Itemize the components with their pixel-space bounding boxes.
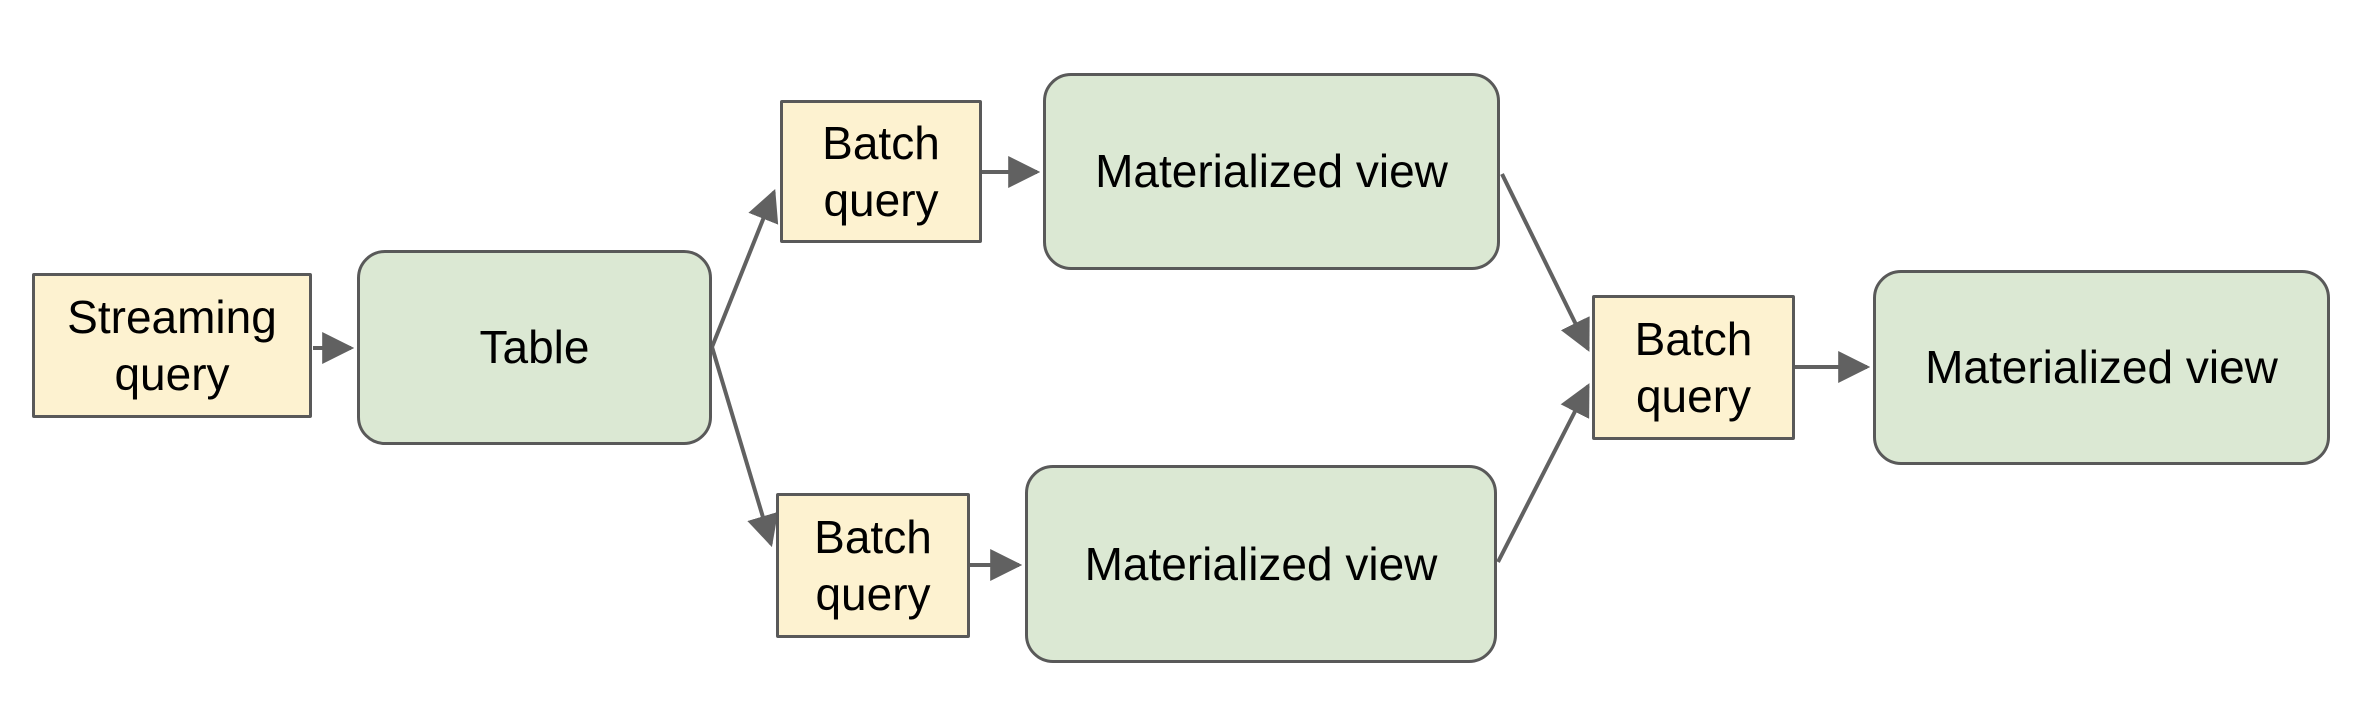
- node-batch-query-top: Batch query: [780, 100, 982, 243]
- node-streaming-query: Streaming query: [32, 273, 312, 418]
- node-streaming-query-label: Streaming query: [67, 290, 277, 400]
- edge-table-to-batch-query-bottom-arrow: [710, 346, 779, 548]
- node-batch-query-bottom-label: Batch query: [814, 510, 932, 620]
- node-materialized-view-right-label: Materialized view: [1925, 341, 2278, 393]
- node-batch-query-bottom: Batch query: [776, 493, 970, 638]
- node-materialized-view-bottom-label: Materialized view: [1084, 537, 1438, 590]
- node-materialized-view-right: Materialized view: [1873, 270, 2330, 465]
- node-materialized-view-top-label: Materialized view: [1095, 145, 1448, 197]
- edge-materialized-view-top-to-batch-query-right-arrow: [1500, 173, 1590, 352]
- node-table-label: Table: [479, 321, 590, 373]
- node-table: Table: [357, 250, 712, 445]
- node-batch-query-right-label: Batch query: [1634, 312, 1753, 422]
- node-batch-query-right: Batch query: [1592, 295, 1795, 440]
- node-materialized-view-top: Materialized view: [1043, 73, 1500, 270]
- node-batch-query-top-label: Batch query: [822, 116, 940, 226]
- edge-materialized-view-bottom-to-batch-query-right-arrow: [1496, 383, 1590, 563]
- edge-table-to-batch-query-top-arrow: [710, 189, 779, 348]
- node-materialized-view-bottom: Materialized view: [1025, 465, 1497, 663]
